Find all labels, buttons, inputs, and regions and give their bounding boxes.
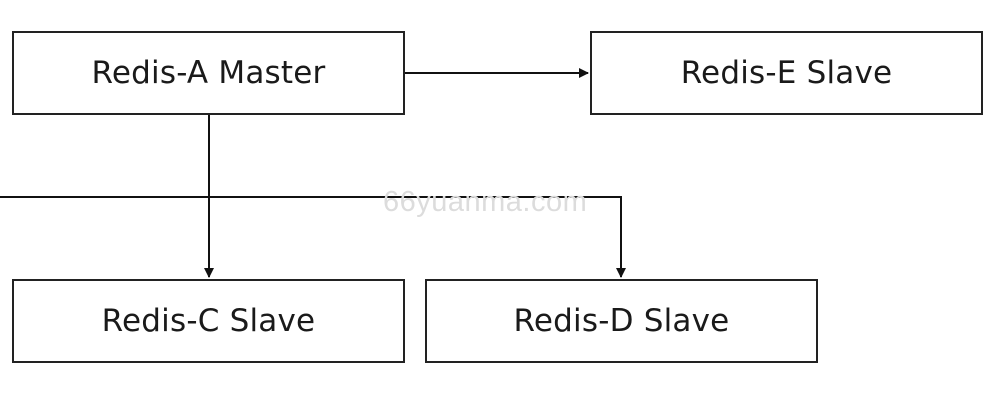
node-label: Redis-A Master (91, 55, 326, 91)
watermark-text: 66yuanma.com (383, 186, 588, 218)
node-redis-a-master: Redis-A Master (12, 31, 405, 115)
node-redis-e-slave: Redis-E Slave (590, 31, 983, 115)
node-label: Redis-C Slave (101, 303, 316, 339)
node-label: Redis-E Slave (680, 55, 893, 91)
node-label: Redis-D Slave (513, 303, 730, 339)
arrow-bus-to-d (0, 196, 626, 278)
node-redis-c-slave: Redis-C Slave (12, 279, 405, 363)
node-redis-d-slave: Redis-D Slave (425, 279, 818, 363)
